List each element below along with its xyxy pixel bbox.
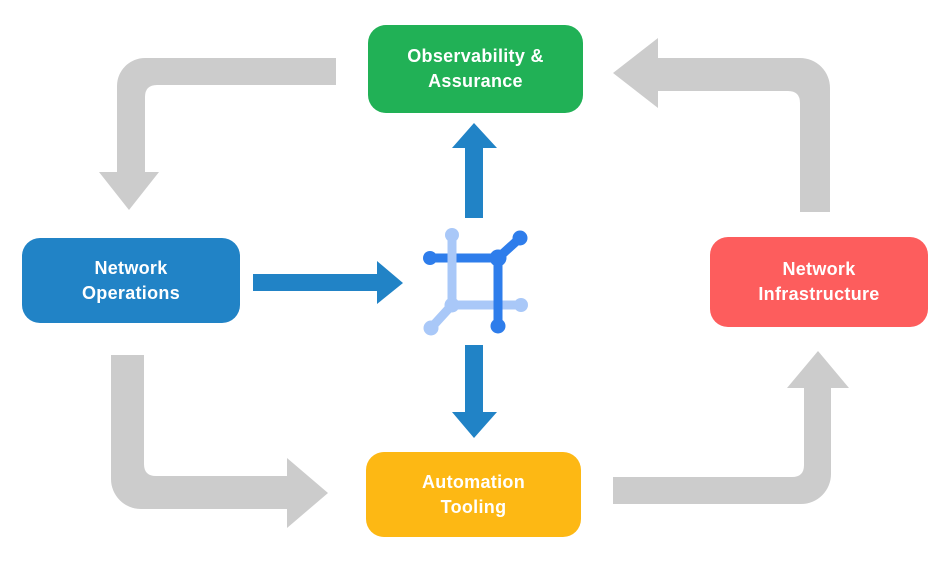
node-label-line: Infrastructure: [758, 284, 880, 304]
node-label-line: Tooling: [440, 496, 507, 517]
flow-arrow-center-to-top: [452, 123, 497, 218]
cycle-arrow-bottom-left: [111, 355, 328, 528]
network-mesh-icon: [423, 228, 528, 336]
node-label-line: Assurance: [428, 71, 523, 91]
flow-arrow-left-to-center: [253, 261, 403, 304]
node-label-line: Automation: [422, 471, 525, 492]
node-automation-tooling: Automation Tooling: [366, 452, 581, 537]
node-label-line: Operations: [81, 282, 181, 303]
cycle-arrow-bottom-right: [613, 351, 849, 504]
flow-arrow-center-to-bottom: [452, 345, 497, 438]
cycle-arrow-top-right: [613, 38, 830, 212]
node-label-line: Network: [782, 259, 856, 279]
node-network-infrastructure: Network Infrastructure: [710, 237, 928, 327]
node-observability-assurance: Observability & Assurance: [368, 25, 583, 113]
node-network-operations: Network Operations: [22, 238, 240, 323]
node-label-line: Network: [94, 257, 168, 278]
node-label-line: Observability &: [407, 46, 544, 66]
cycle-arrow-top-left: [99, 58, 336, 210]
